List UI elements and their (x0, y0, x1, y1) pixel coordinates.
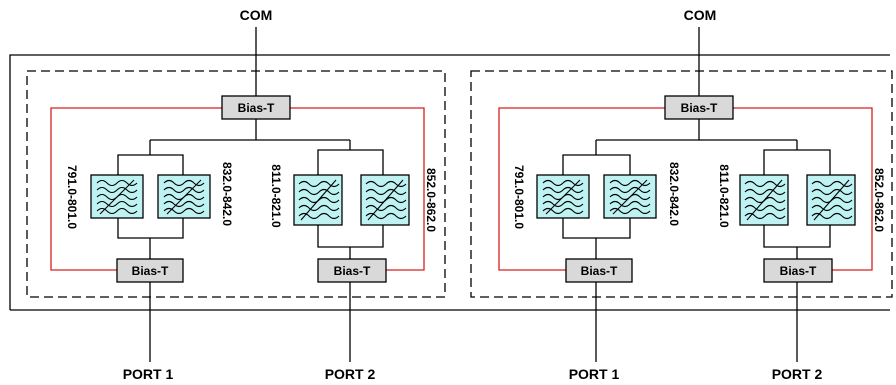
module-1-port2-label: PORT 2 (325, 366, 376, 382)
module-1-right-pair-bottom (317, 225, 384, 248)
module-1-dc-path-right (290, 107, 425, 271)
module-2-filter-852 (806, 174, 856, 226)
module-1-right-pair-top (317, 149, 384, 175)
module-1-port1-label: PORT 1 (123, 366, 174, 382)
module-2-band-label-3: 811.0-821.0 (717, 164, 731, 228)
module-1-bias-t-port1-label: Bias-T (132, 264, 169, 278)
module-2-right-pair-bottom (763, 225, 831, 248)
module-1-band-label-3: 811.0-821.0 (269, 164, 283, 228)
module-2-bias-t-port1-label: Bias-T (581, 264, 618, 278)
module-1-filter-852 (360, 174, 410, 226)
module-2-filter-811 (739, 174, 789, 226)
module-2-dc-path-right (733, 107, 873, 271)
module-2-port1-label: PORT 1 (569, 366, 620, 382)
module-2-bias-t-port2-label: Bias-T (780, 264, 817, 278)
module-1: COM Bias-T (26, 7, 446, 382)
module-2-band-label-2: 832.0-842.0 (667, 162, 681, 226)
module-1-filter-832 (157, 174, 211, 219)
module-2-bias-t-port1 (565, 258, 633, 283)
module-2-port2-label: PORT 2 (772, 366, 823, 382)
module-1-left-pair-bottom (117, 218, 184, 239)
module-1-filter-811 (293, 174, 343, 226)
module-2-com-label: COM (684, 7, 717, 23)
module-2-band-label-4: 852.0-862.0 (872, 168, 886, 232)
module-2-dc-path-left (498, 107, 665, 271)
module-2-filter-832 (603, 174, 657, 219)
module-2-bias-t-port2 (763, 258, 833, 283)
module-2-left-pair-top (562, 154, 631, 175)
module-1-band-label-4: 852.0-862.0 (424, 168, 438, 232)
module-2: COM Bias-T (470, 7, 893, 382)
module-2-right-pair-top (763, 149, 831, 175)
module-1-filter-791 (90, 174, 144, 219)
module-2-filter-791 (536, 174, 590, 219)
enclosure-outline (9, 54, 890, 310)
module-1-com-label: COM (240, 7, 273, 23)
module-1-bias-t-top-label: Bias-T (238, 101, 275, 115)
module-2-dashed-border (470, 70, 893, 298)
module-1-band-label-2: 832.0-842.0 (220, 162, 234, 226)
module-2-left-pair-bottom (562, 218, 631, 239)
module-1-bias-t-port2-label: Bias-T (334, 264, 371, 278)
module-1-dc-path-left (50, 107, 222, 271)
module-1-bias-t-port2 (317, 258, 387, 283)
module-1-left-pair-top (117, 154, 184, 175)
module-1-band-label-1: 791.0-801.0 (65, 165, 79, 229)
module-2-bias-t-top-label: Bias-T (681, 101, 718, 115)
module-2-band-label-1: 791.0-801.0 (512, 165, 526, 229)
